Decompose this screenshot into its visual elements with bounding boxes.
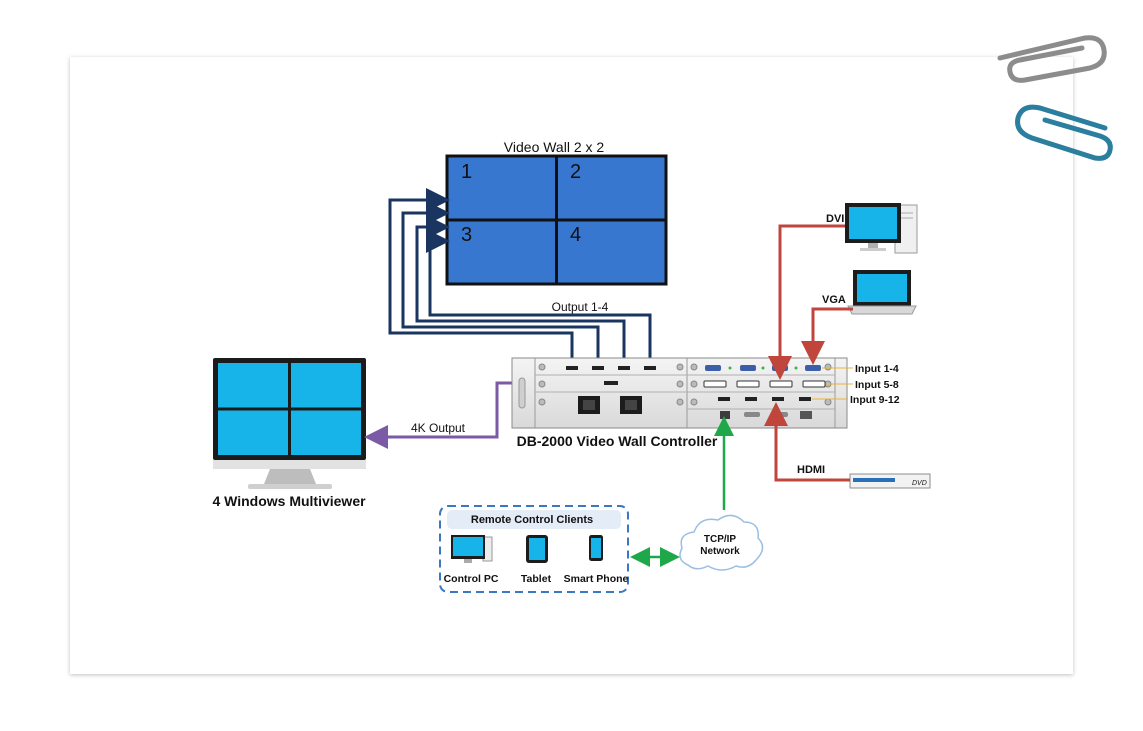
4k-output-label: 4K Output <box>411 421 466 435</box>
remote-clients-title: Remote Control Clients <box>471 514 593 526</box>
tablet-icon <box>526 535 548 563</box>
input-9-12-label: Input 9-12 <box>850 394 900 406</box>
dvi-label: DVI <box>826 213 844 225</box>
remote-clients-header <box>447 510 621 529</box>
video-wall: 1 2 3 4 <box>445 154 668 286</box>
vga-cable <box>801 307 853 365</box>
input-1-4-label: Input 1-4 <box>855 363 899 375</box>
dvd-brand-label: DVD <box>912 480 927 487</box>
dvi-cable <box>768 224 845 380</box>
smart-phone-label: Smart Phone <box>564 573 629 585</box>
output-label: Output 1-4 <box>552 300 609 314</box>
controller-label: DB-2000 Video Wall Controller <box>517 433 718 449</box>
wall-panel-3-label: 3 <box>461 224 472 246</box>
multiviewer-label: 4 Windows Multiviewer <box>212 493 366 509</box>
input-5-8-label: Input 5-8 <box>855 379 899 391</box>
wall-panel-4-label: 4 <box>570 224 581 246</box>
dvd-player-icon: DVD <box>849 473 931 489</box>
paperclip-teal-icon <box>1015 104 1113 161</box>
desktop-pc-icon <box>845 203 918 254</box>
smart-phone-icon <box>589 535 603 561</box>
output-cables <box>388 188 652 368</box>
control-pc-label: Control PC <box>444 573 499 585</box>
controller-chassis <box>511 357 848 429</box>
hdmi-cable <box>764 402 850 482</box>
tablet-label: Tablet <box>521 573 552 585</box>
network-label-line2: Network <box>700 546 740 557</box>
video-wall-title: Video Wall 2 x 2 <box>504 139 605 155</box>
vga-label: VGA <box>822 294 846 306</box>
paperclip-gray-icon <box>997 35 1107 83</box>
wall-panel-1-label: 1 <box>461 161 472 183</box>
control-pc-icon <box>451 535 493 563</box>
wall-panel-2-label: 2 <box>570 161 581 183</box>
hdmi-label: HDMI <box>797 464 825 476</box>
remote-clients-box <box>439 505 629 593</box>
network-label-line1: TCP/IP <box>704 534 737 545</box>
network-cloud-icon <box>679 514 764 571</box>
laptop-icon <box>847 270 917 315</box>
multiviewer-monitor <box>213 358 366 489</box>
input-leader-lines <box>812 367 853 400</box>
